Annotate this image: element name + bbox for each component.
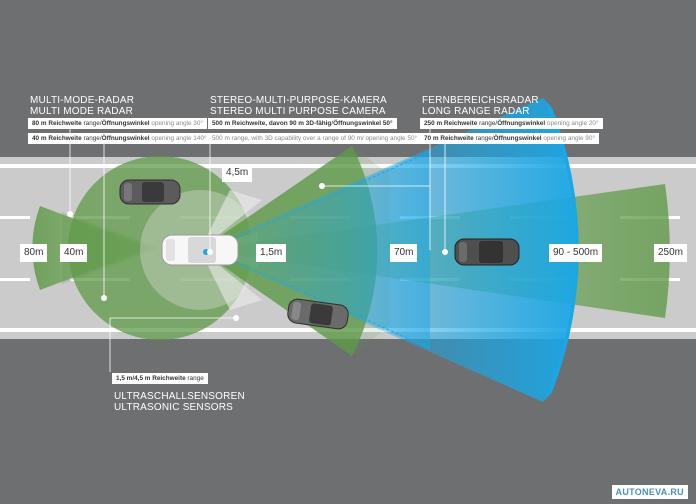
- long-range-radar-spec-250m: 250 m Reichweite range/Öffnungswinkel op…: [420, 118, 603, 129]
- long-range-radar-spec-70m: 70 m Reichweite range/Öffnungswinkel ope…: [420, 133, 599, 144]
- other-car-front: [454, 238, 520, 266]
- long-range-radar-edge: [543, 98, 579, 402]
- ultrasonic-title-de: ULTRASCHALLSENSOREN: [114, 391, 245, 402]
- camera-edge-bottom: [207, 249, 431, 349]
- camera-edge-top: [207, 151, 431, 251]
- long-range-radar-title-de: FERNBEREICHSRADAR: [422, 95, 539, 106]
- multi-mode-radar-spec-40m: 40 m Reichweite range/Öffnungswinkel ope…: [28, 133, 211, 144]
- rear-radar-inner-zone: [62, 212, 160, 284]
- ultrasonic-spec: 1,5 m/4,5 m Reichweite range: [112, 373, 208, 384]
- distance-label-90-500m: 90 - 500m: [549, 244, 603, 262]
- multi-mode-radar-spec-80m: 80 m Reichweite range/Öffnungswinkel ope…: [28, 118, 207, 129]
- other-car-bottom: [287, 298, 349, 330]
- stereo-camera-spec-2: 500 m range, with 3D capability over a r…: [208, 133, 422, 144]
- stereo-camera-title-de: STEREO-MULTI-PURPOSE-KAMERA: [210, 95, 387, 106]
- ultrasonic-title-en: ULTRASONIC SENSORS: [114, 402, 233, 413]
- pointer-dots: [67, 183, 448, 321]
- distance-label-70m: 70m: [390, 244, 418, 262]
- distance-label-250m: 250m: [654, 244, 688, 262]
- distance-label-1-5m: 1,5m: [256, 244, 287, 262]
- distance-label-40m: 40m: [60, 244, 88, 262]
- other-car-top: [119, 179, 181, 205]
- multi-mode-radar-title-de: MULTI-MODE-RADAR: [30, 95, 135, 106]
- pointer-lines: [69, 124, 446, 372]
- multi-mode-radar-title-en: MULTI MODE RADAR: [30, 106, 134, 117]
- distance-label-80m: 80m: [20, 244, 48, 262]
- multi-mode-radar-40m-zone: [68, 156, 252, 340]
- ego-car: [161, 234, 239, 266]
- distance-label-4-5m: 4,5m: [222, 164, 253, 182]
- stereo-camera-title-en: STEREO MULTI PURPOSE CAMERA: [210, 106, 386, 117]
- site-watermark: AUTONEVA.RU: [611, 485, 688, 499]
- long-range-radar-title-en: LONG RANGE RADAR: [422, 106, 530, 117]
- stereo-camera-spec-1: 500 m Reichweite, davon 90 m 3D-fähig/Öf…: [208, 118, 397, 129]
- stereo-camera-zone: [202, 150, 430, 350]
